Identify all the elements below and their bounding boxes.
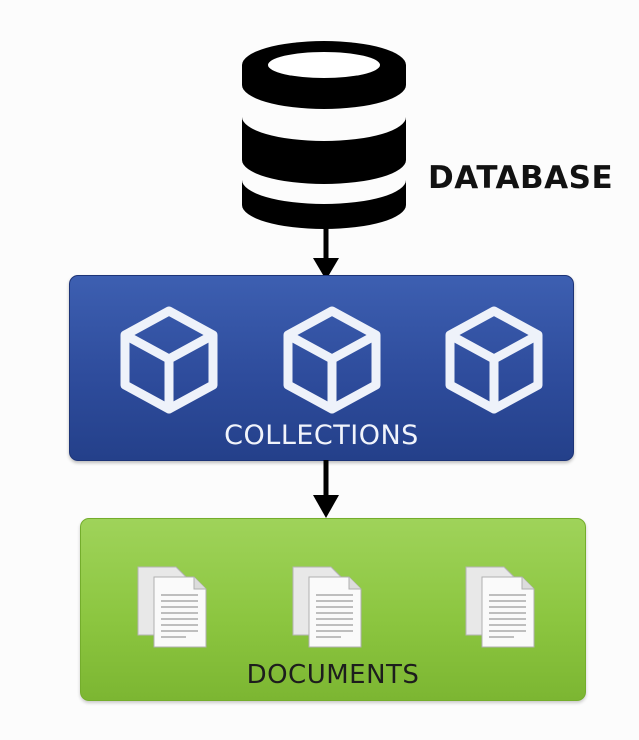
database-icon xyxy=(242,41,406,229)
collections-panel: COLLECTIONS xyxy=(69,275,574,461)
document-icon xyxy=(465,566,535,648)
cube-icon xyxy=(283,306,381,414)
cube-icon xyxy=(120,306,218,414)
document-icon xyxy=(292,566,362,648)
documents-panel: DOCUMENTS xyxy=(80,518,586,701)
arrow-database-to-collections xyxy=(313,226,339,280)
arrow-collections-to-documents xyxy=(313,460,339,518)
documents-label: DOCUMENTS xyxy=(246,660,420,690)
database-label: DATABASE xyxy=(428,160,614,196)
collections-label: COLLECTIONS xyxy=(224,420,419,451)
cube-icon xyxy=(445,306,543,414)
document-icon xyxy=(137,566,207,648)
